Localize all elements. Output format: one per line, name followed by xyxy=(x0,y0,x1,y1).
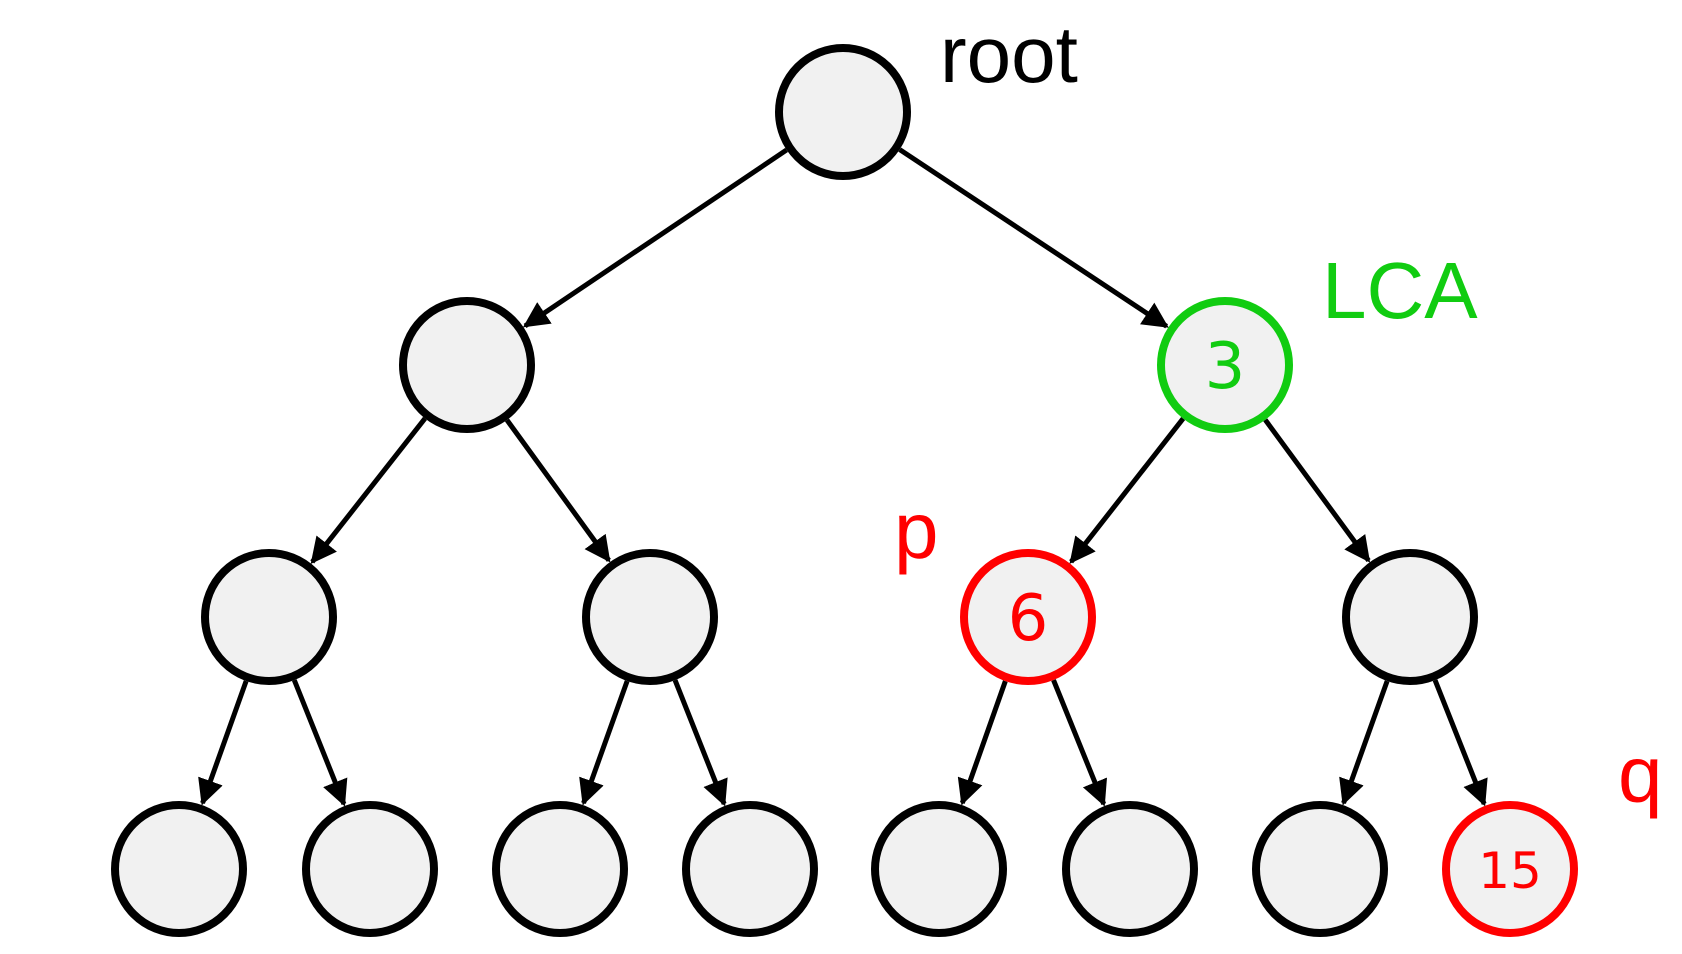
tree-node-n0 xyxy=(775,44,911,180)
tree-node-n7 xyxy=(111,801,247,937)
node-circle xyxy=(1252,801,1388,937)
edge-n0-n2 xyxy=(898,147,1169,329)
node-circle xyxy=(492,801,628,937)
node-value: 6 xyxy=(1008,582,1049,656)
node-circle xyxy=(582,549,718,685)
node-value: 3 xyxy=(1205,330,1246,404)
edge-n6-n14 xyxy=(1432,679,1488,807)
tree-node-n12 xyxy=(1062,801,1198,937)
edges-layer xyxy=(198,147,1488,807)
tree-node-n13 xyxy=(1252,801,1388,937)
lca-annotation: LCA xyxy=(1322,246,1478,335)
edge-n5-n11 xyxy=(957,680,1008,806)
node-q-15: 15 xyxy=(1442,801,1578,937)
tree-node-n1 xyxy=(399,297,535,433)
tree-node-n10 xyxy=(682,801,818,937)
node-p-6: 6 xyxy=(960,549,1096,685)
tree-node-n9 xyxy=(492,801,628,937)
node-circle xyxy=(1157,297,1293,433)
node-circle xyxy=(1062,801,1198,937)
node-circle xyxy=(201,549,337,685)
edge-n1-n4 xyxy=(504,418,611,563)
edge-n0-n1 xyxy=(522,147,788,328)
edge-n1-n3 xyxy=(310,416,427,565)
node-circle xyxy=(682,801,818,937)
node-circle xyxy=(302,801,438,937)
edge-n6-n13 xyxy=(1339,680,1390,806)
node-circle xyxy=(111,801,247,937)
q-annotation: q xyxy=(1618,730,1663,819)
tree-node-n3 xyxy=(201,549,337,685)
node-value: 15 xyxy=(1478,842,1542,900)
node-lca-3: 3 xyxy=(1157,297,1293,433)
p-annotation: p xyxy=(894,486,939,575)
tree-node-n11 xyxy=(871,801,1007,937)
edge-n4-n10 xyxy=(672,679,728,807)
edge-n3-n7 xyxy=(198,680,249,806)
edge-n5-n12 xyxy=(1051,679,1108,807)
tree-node-n4 xyxy=(582,549,718,685)
tree-node-n8 xyxy=(302,801,438,937)
nodes-layer: 3 6 15 xyxy=(111,44,1578,937)
node-circle xyxy=(960,549,1096,685)
edge-n3-n8 xyxy=(291,679,348,807)
edge-n2-n6 xyxy=(1263,418,1371,563)
root-annotation: root xyxy=(940,10,1078,99)
edge-n2-n5 xyxy=(1069,417,1186,564)
node-circle xyxy=(1342,549,1478,685)
node-circle xyxy=(775,44,911,180)
node-circle xyxy=(871,801,1007,937)
tree-node-n6 xyxy=(1342,549,1478,685)
edge-n4-n9 xyxy=(579,680,630,806)
node-circle xyxy=(399,297,535,433)
node-circle xyxy=(1442,801,1578,937)
